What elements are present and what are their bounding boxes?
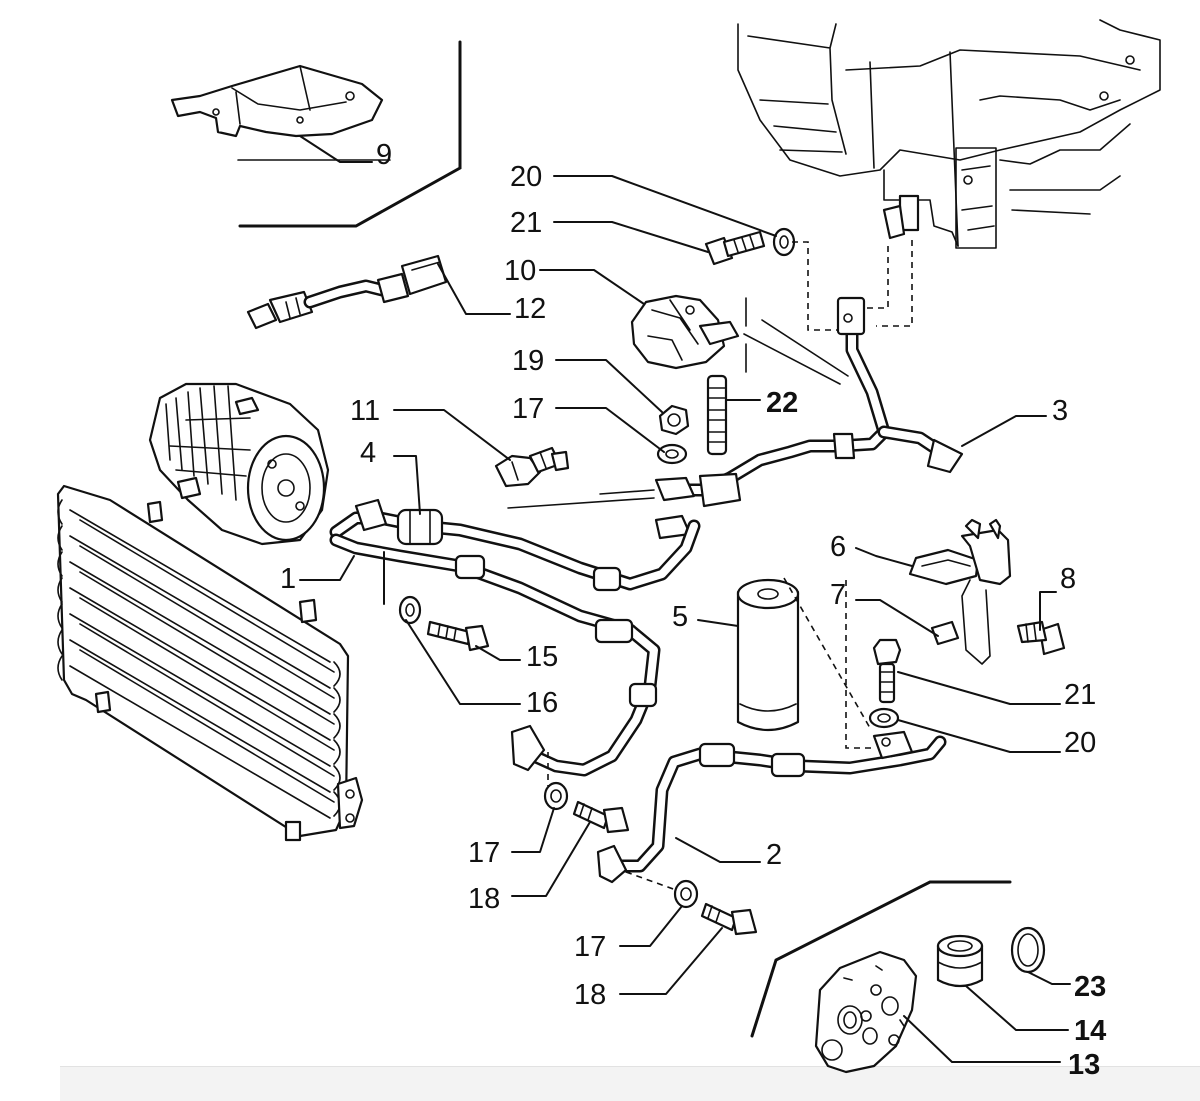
bottom-band (60, 1066, 1200, 1101)
dashed-guide-housing-2 (876, 240, 913, 327)
callout-17-low: 17 (574, 931, 606, 963)
callout-18-low: 18 (574, 979, 606, 1011)
seal-part-14 (936, 934, 984, 988)
leader-15 (475, 645, 521, 661)
bolt-part-15 (426, 620, 490, 652)
dashed-guide-20-21 (792, 241, 838, 331)
receiver-drier-part-5 (736, 578, 800, 732)
inset-frame-bottom-right (750, 880, 1012, 1038)
callout-21-lower: 21 (1064, 679, 1096, 711)
leader-21a (553, 221, 709, 253)
pad-part-7 (930, 620, 960, 646)
pressure-switch-part-11 (494, 446, 570, 488)
leader-19 (555, 359, 663, 413)
nut-part-19 (658, 404, 690, 436)
callout-10: 10 (504, 255, 536, 287)
washer-part-20-lower (868, 707, 900, 729)
inset-frame-top-left (238, 40, 462, 228)
leader-4 (393, 455, 421, 515)
dashed-guide-17b (625, 871, 677, 891)
hose-part-4 (329, 498, 701, 592)
leader-14 (965, 985, 1069, 1031)
washer-part-17-top (656, 443, 688, 465)
bolt-part-21-lower (872, 638, 902, 704)
leader-17b (511, 807, 555, 853)
compressor (148, 382, 330, 546)
section-lines-22 (743, 319, 849, 385)
leader-21b (897, 671, 1061, 705)
bolt-part-18-mid (572, 800, 630, 834)
callout-20-lower: 20 (1064, 727, 1096, 759)
leader-11 (393, 409, 511, 461)
callout-7: 7 (830, 579, 846, 611)
condenser (56, 484, 364, 842)
callout-15: 15 (526, 641, 558, 673)
leader-20b (897, 719, 1061, 753)
leader-1 (299, 555, 355, 581)
leader-23 (1027, 971, 1071, 985)
washer-part-17-mid (543, 781, 569, 811)
leader-16 (405, 619, 521, 705)
leader-7 (855, 599, 939, 637)
callout-9: 9 (376, 139, 392, 171)
leader-5 (697, 619, 739, 627)
dashed-guide-housing (860, 246, 889, 309)
callout-22: 22 (766, 387, 798, 419)
leader-20a (553, 175, 777, 237)
callout-20-top: 20 (510, 161, 542, 193)
bolt-part-18-low (700, 902, 758, 936)
leader-10 (539, 269, 645, 305)
leader-18a (511, 821, 591, 897)
bracket-part-6 (908, 518, 1012, 665)
bracket-part-9 (170, 64, 384, 138)
callout-8: 8 (1060, 563, 1076, 595)
callout-17-mid: 17 (468, 837, 500, 869)
callout-14: 14 (1074, 1015, 1106, 1047)
dashed-guide-5 (783, 577, 871, 729)
leader-8 (1039, 591, 1057, 631)
callout-2: 2 (766, 839, 782, 871)
callout-1: 1 (280, 563, 296, 595)
callout-23: 23 (1074, 971, 1106, 1003)
callout-6: 6 (830, 531, 846, 563)
stud-part-22 (706, 374, 728, 456)
washer-part-20-top (772, 227, 796, 257)
leader-6 (855, 547, 913, 567)
leader-17a (555, 407, 665, 453)
pipe-part-2 (596, 730, 947, 884)
callout-5: 5 (672, 601, 688, 633)
leader-12 (437, 263, 511, 315)
callout-4: 4 (360, 437, 376, 469)
callout-3: 3 (1052, 395, 1068, 427)
callout-19: 19 (512, 345, 544, 377)
callout-18-mid: 18 (468, 883, 500, 915)
callout-11: 11 (350, 395, 380, 427)
washer-part-17-low (673, 879, 699, 909)
leader-3 (961, 415, 1047, 447)
callout-12: 12 (514, 293, 546, 325)
o-ring-part-23 (1010, 926, 1046, 974)
callout-labels: 9 20 21 10 12 19 17 22 3 11 4 1 15 16 5 … (280, 139, 1106, 1081)
hose-part-1 (329, 533, 661, 777)
evaporator-housing (737, 19, 1161, 249)
washer-part-16 (398, 595, 422, 625)
callout-13: 13 (1068, 1049, 1100, 1081)
callout-17-top: 17 (512, 393, 544, 425)
plate-part-13 (814, 950, 918, 1074)
leader-18b (619, 927, 723, 995)
bolt-part-21-top (704, 230, 766, 266)
fitting-block (507, 476, 696, 540)
leader-13 (903, 1015, 1061, 1063)
dashed-guide-5b (845, 580, 876, 749)
leader-lines (299, 135, 1071, 1063)
callout-16: 16 (526, 687, 558, 719)
leader-2 (675, 837, 761, 863)
valve-part-10 (630, 294, 740, 370)
leader-17c (619, 905, 683, 947)
pipe-part-3 (669, 296, 964, 508)
leader-9 (299, 135, 373, 163)
callout-21-top: 21 (510, 207, 542, 239)
sensor-cable-part-12 (246, 254, 448, 330)
